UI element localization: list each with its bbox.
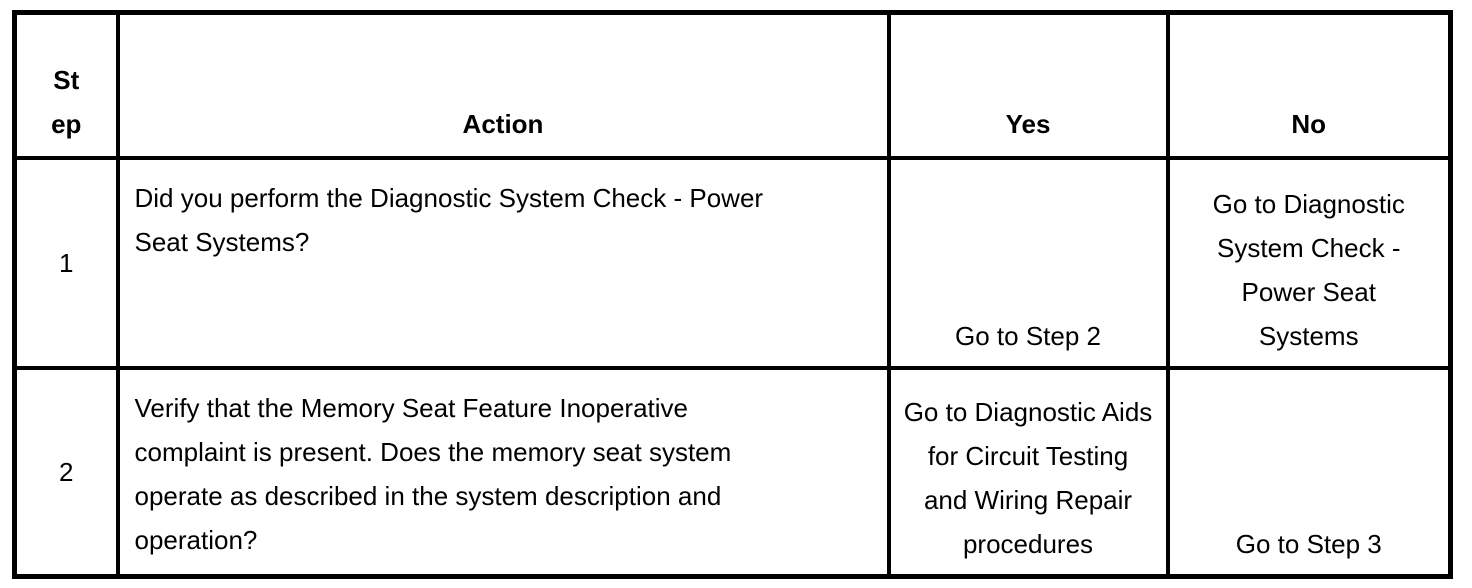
- step-number-cell: 1: [12, 155, 120, 370]
- column-header-action: Action: [115, 10, 891, 160]
- table-header-row: St ep Action Yes No: [12, 10, 1453, 160]
- table-row: 1 Did you perform the Diagnostic System …: [12, 155, 1453, 370]
- column-header-no: No: [1165, 10, 1453, 160]
- yes-result-cell: Go to Step 2: [886, 155, 1170, 370]
- step-number-cell: 2: [12, 365, 120, 579]
- column-header-yes: Yes: [886, 10, 1170, 160]
- table-row: 2 Verify that the Memory Seat Feature In…: [12, 365, 1453, 579]
- yes-result-cell: Go to Diagnostic Aids for Circuit Testin…: [886, 365, 1170, 579]
- no-result-cell: Go to Diagnostic System Check - Power Se…: [1165, 155, 1453, 370]
- diagnostic-steps-table: St ep Action Yes No 1 Did you perform th…: [12, 10, 1453, 579]
- column-header-step: St ep: [12, 10, 120, 160]
- no-result-cell: Go to Step 3: [1165, 365, 1453, 579]
- action-text-cell: Did you perform the Diagnostic System Ch…: [115, 155, 891, 370]
- action-text-cell: Verify that the Memory Seat Feature Inop…: [115, 365, 891, 579]
